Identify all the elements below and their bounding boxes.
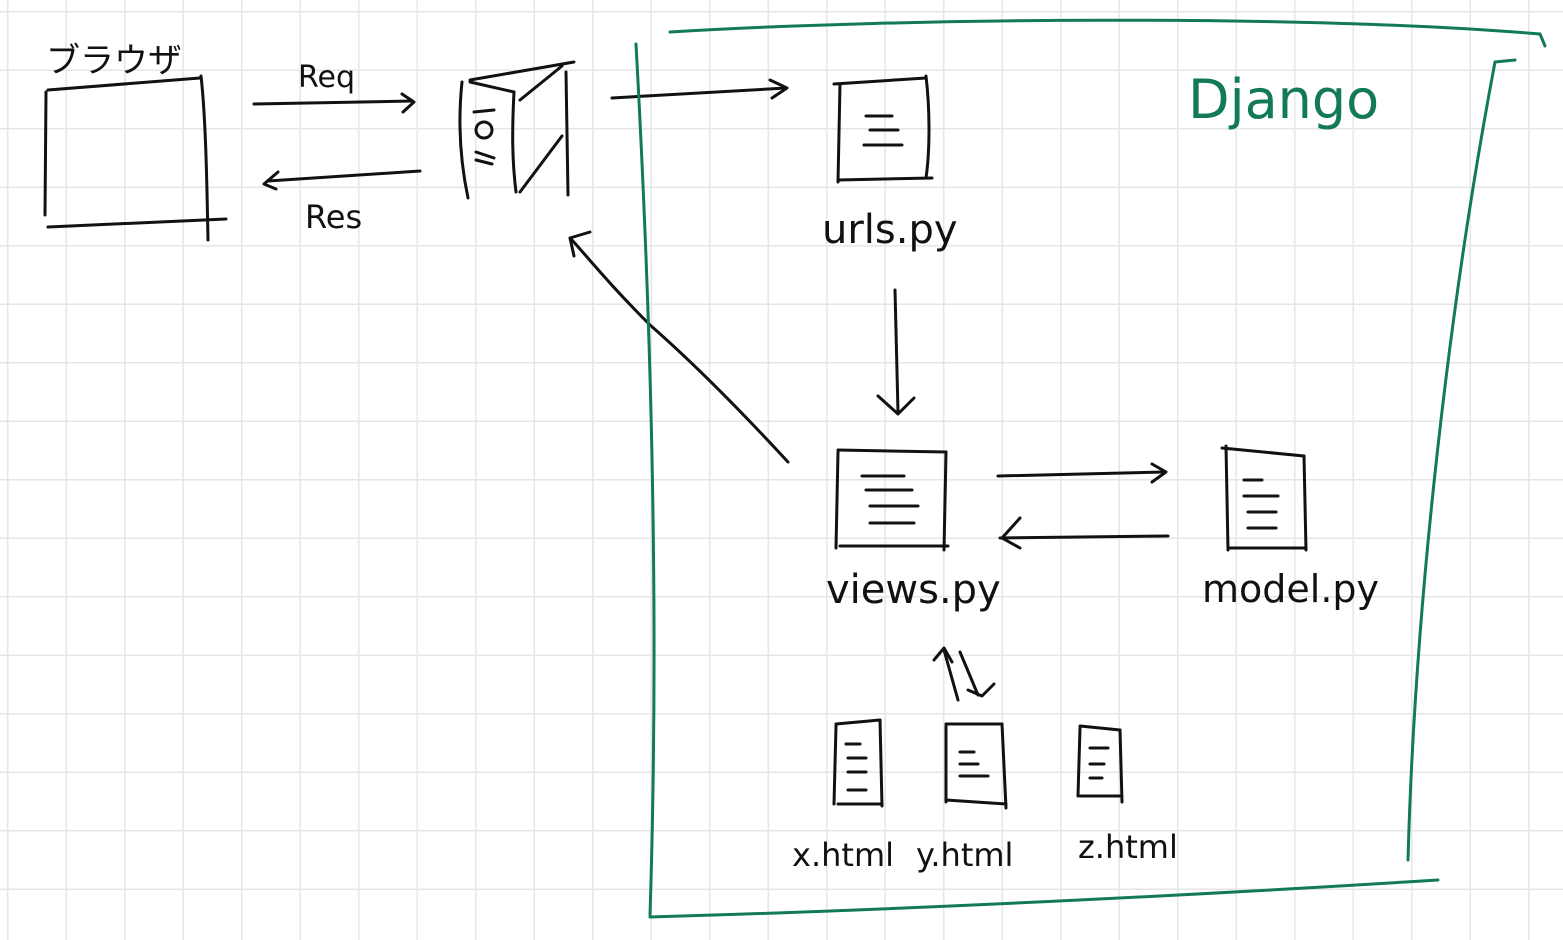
views-file-label: views.py: [826, 567, 1001, 613]
z-html-file-label: z.html: [1078, 828, 1178, 866]
browser-window: [43, 74, 228, 242]
y-html-file-icon: [944, 722, 1008, 810]
views-template-arrows: [932, 646, 996, 702]
model-file-label: model.py: [1202, 567, 1379, 611]
model-to-views-arrow: [998, 516, 1170, 550]
urls-to-views-arrow: [876, 288, 916, 416]
request-label: Req: [298, 60, 355, 95]
x-html-file-label: x.html: [792, 836, 894, 874]
views-file-icon: [834, 448, 950, 552]
views-to-server-arrow: [568, 230, 790, 464]
django-label: Django: [1188, 68, 1379, 131]
model-file-icon: [1220, 444, 1308, 552]
y-html-file-label: y.html: [916, 836, 1013, 874]
request-arrow: [252, 92, 416, 114]
response-label: Res: [305, 198, 362, 236]
z-html-file-icon: [1076, 724, 1124, 804]
server-icon: [458, 60, 576, 200]
urls-file-icon: [832, 74, 934, 184]
views-to-model-arrow: [996, 462, 1168, 484]
urls-file-label: urls.py: [822, 207, 958, 253]
browser-label: ブラウザ: [46, 41, 182, 81]
django-boundary: [634, 18, 1547, 919]
response-arrow: [262, 169, 422, 191]
x-html-file-icon: [832, 718, 884, 808]
server-to-urls-arrow: [610, 78, 789, 100]
